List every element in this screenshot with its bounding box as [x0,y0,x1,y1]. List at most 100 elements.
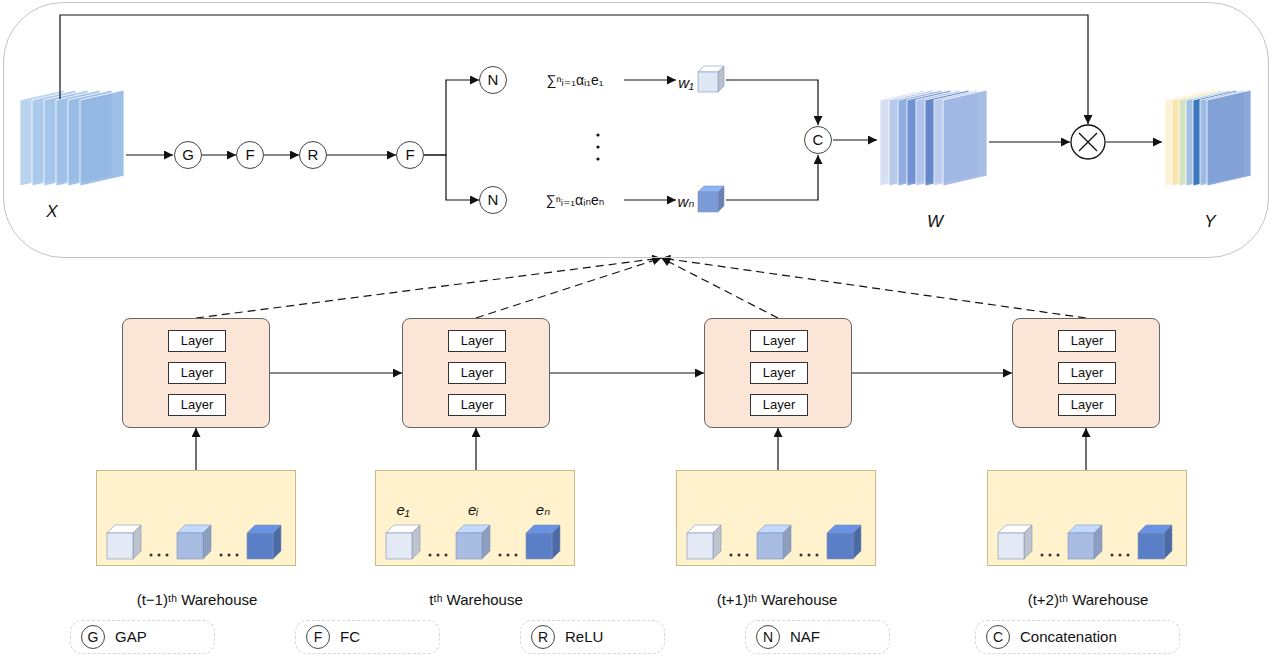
cube-side [552,525,560,559]
embedding-label: e₁ [396,501,409,518]
connector [202,154,236,155]
legend-symbol: C [986,625,1010,649]
cube-row [677,471,875,565]
ellipsis-dot [445,554,448,557]
embedding-cube [827,525,861,559]
operator-circle: N [479,186,507,214]
ellipsis-dot [1119,554,1122,557]
embedding-cube [1138,525,1172,559]
cube-front [1138,533,1164,559]
tensor-name: W [927,212,943,232]
formula: ∑ⁿᵢ₌₁αᵢ₁e₁ [547,72,604,88]
flow-arrow [1106,141,1162,142]
layer-label: Layer [461,398,494,413]
ellipsis-dot [515,554,518,557]
ellipsis-dot [166,554,169,557]
connector [424,80,479,155]
connector [475,428,476,470]
legend-letter: F [314,629,323,645]
cube-row [97,471,295,565]
warehouse-heading: (t−1)ᵗʰ Warehouse [137,591,258,608]
cube-side [482,525,490,559]
layer-label: Layer [181,398,214,413]
cube-side [273,525,281,559]
ellipsis-dot [816,554,819,557]
operator-letter: G [182,146,194,163]
warehouse-network: LayerLayerLayer [402,318,550,428]
feature-sheet [80,90,124,186]
embedding-cube [247,525,281,559]
legend-entry: GGAP [70,620,215,654]
cube-front [526,533,552,559]
cube-side [1094,525,1102,559]
ellipsis-dot [1111,554,1114,557]
embedding-cube [1068,525,1102,559]
connector [1085,428,1086,470]
operator-circle: R [299,141,327,169]
layer-box: Layer [750,362,808,384]
layer-box: Layer [168,362,226,384]
cube-front [698,72,718,92]
cube-side [412,525,420,559]
cube-side [203,525,211,559]
connector [777,428,778,470]
tensor-name: Y [1204,212,1215,232]
cube-side [853,525,861,559]
cube-side [718,186,724,212]
legend-text: GAP [115,628,147,645]
legend-entry: CConcatenation [975,620,1180,654]
cube-side [718,66,724,92]
layer-box: Layer [448,394,506,416]
formula: ∑ⁿᵢ₌₁αᵢₙeₙ [546,192,605,208]
embedding-cube [456,525,490,559]
layer-label: Layer [763,334,796,349]
ellipsis-dot [228,554,231,557]
ellipsis-dot [150,554,153,557]
cube-front [247,533,273,559]
embedding-label: eᵢ [468,501,478,518]
cube-front [177,533,203,559]
multiply-symbol [1071,125,1105,159]
legend-entry: FFC [295,620,440,654]
layer-box: Layer [1058,362,1116,384]
embedding-cube [107,525,141,559]
frame-panel: GFRFNNC [3,2,1269,258]
operator-circle: G [174,141,202,169]
ellipsis-dot [730,554,733,557]
layer-box: Layer [168,330,226,352]
embedding-cube [757,525,791,559]
warehouse-bank: (t+2)ᵗʰ Warehouse [987,470,1187,566]
connector [264,154,299,155]
ellipsis-dot [738,554,741,557]
cube-front [827,533,853,559]
connector [195,428,196,470]
warehouse-network: LayerLayerLayer [704,318,852,428]
legend-letter: C [993,629,1003,645]
warehouse-heading: (t+2)ᵗʰ Warehouse [1028,591,1149,608]
layer-label: Layer [181,334,214,349]
operator-letter: C [813,131,824,148]
ellipsis-dot [1041,554,1044,557]
cube-side [1024,525,1032,559]
layer-box: Layer [750,330,808,352]
flow-arrow [989,141,1070,142]
operator-circle: F [396,141,424,169]
cube-front [386,533,412,559]
ellipsis-dot [1049,554,1052,557]
layer-label: Layer [461,334,494,349]
flow-arrow [624,199,676,200]
flow-arrow [624,79,676,80]
feature-sheet [943,90,987,186]
legend-text: ReLU [565,628,603,645]
embedding-cube [386,525,420,559]
operator-letter: F [405,146,414,163]
legend-text: NAF [790,628,820,645]
cube-front [998,533,1024,559]
cube-front [456,533,482,559]
dashed-arrow [476,258,661,318]
legend-symbol: R [531,625,555,649]
multiply-circle [1071,125,1105,159]
operator-letter: N [488,71,499,88]
feature-sheet [1207,90,1251,186]
